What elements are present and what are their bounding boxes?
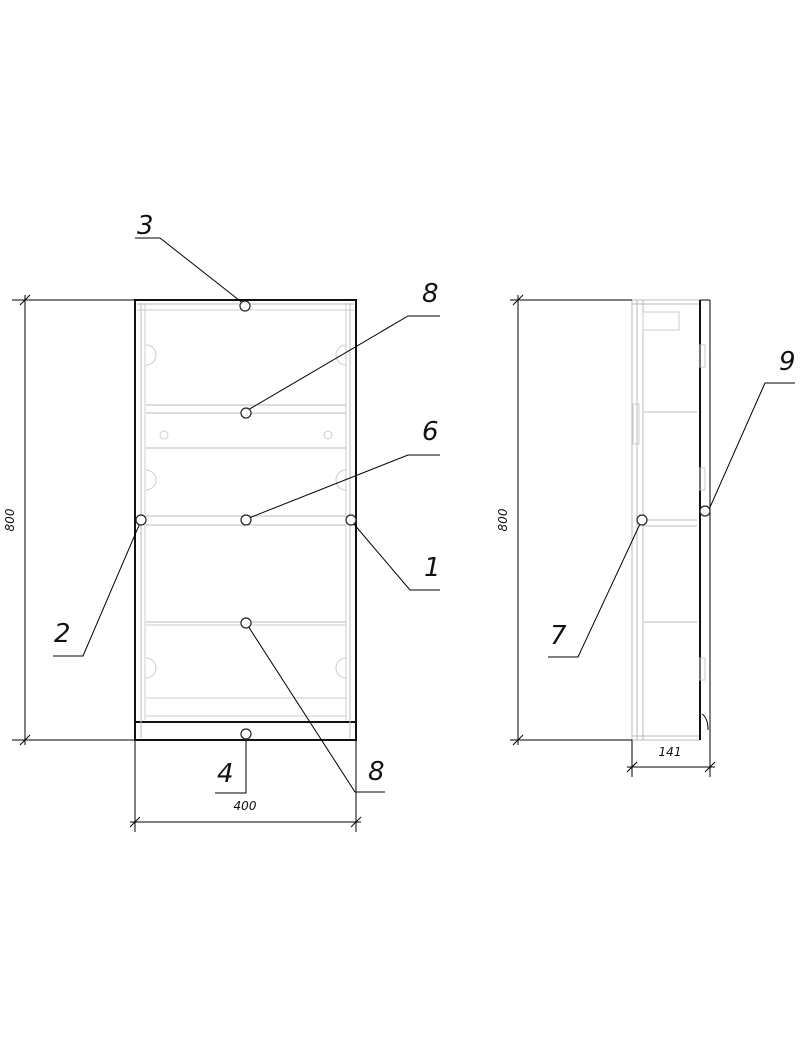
- callout-marker-2: [135, 514, 147, 526]
- front-view: 3 8 6 1 2 8 4 800 400: [3, 211, 441, 832]
- height-dimension: 800: [3, 294, 135, 746]
- callout-marker-7: [636, 514, 648, 526]
- handle-profile: [701, 713, 709, 731]
- callout-9: 9: [779, 347, 796, 377]
- side-height-dimension: 800: [496, 294, 632, 746]
- callout-marker-8: [240, 407, 252, 419]
- callout-marker-9: [699, 505, 711, 517]
- width-dimension: 400: [129, 740, 362, 832]
- callout-2: 2: [54, 619, 71, 649]
- callout-8-bottom: 8: [368, 757, 385, 787]
- svg-text:400: 400: [234, 799, 257, 813]
- callout-marker-4: [240, 728, 252, 740]
- svg-text:800: 800: [3, 508, 17, 531]
- callout-7: 7: [550, 621, 567, 651]
- callout-marker-6: [240, 514, 252, 526]
- svg-text:800: 800: [496, 508, 510, 531]
- callout-6: 6: [422, 417, 439, 447]
- callout-marker-8: [240, 617, 252, 629]
- callout-marker-3: [239, 300, 251, 312]
- callout-4: 4: [217, 759, 234, 789]
- side-view: 7 9 800 141: [496, 294, 796, 777]
- callout-1: 1: [424, 553, 441, 583]
- svg-text:141: 141: [659, 745, 682, 759]
- depth-dimension: 141: [626, 740, 716, 777]
- callout-marker-1: [345, 514, 357, 526]
- callout-3: 3: [137, 211, 154, 241]
- callout-8-top: 8: [422, 279, 439, 309]
